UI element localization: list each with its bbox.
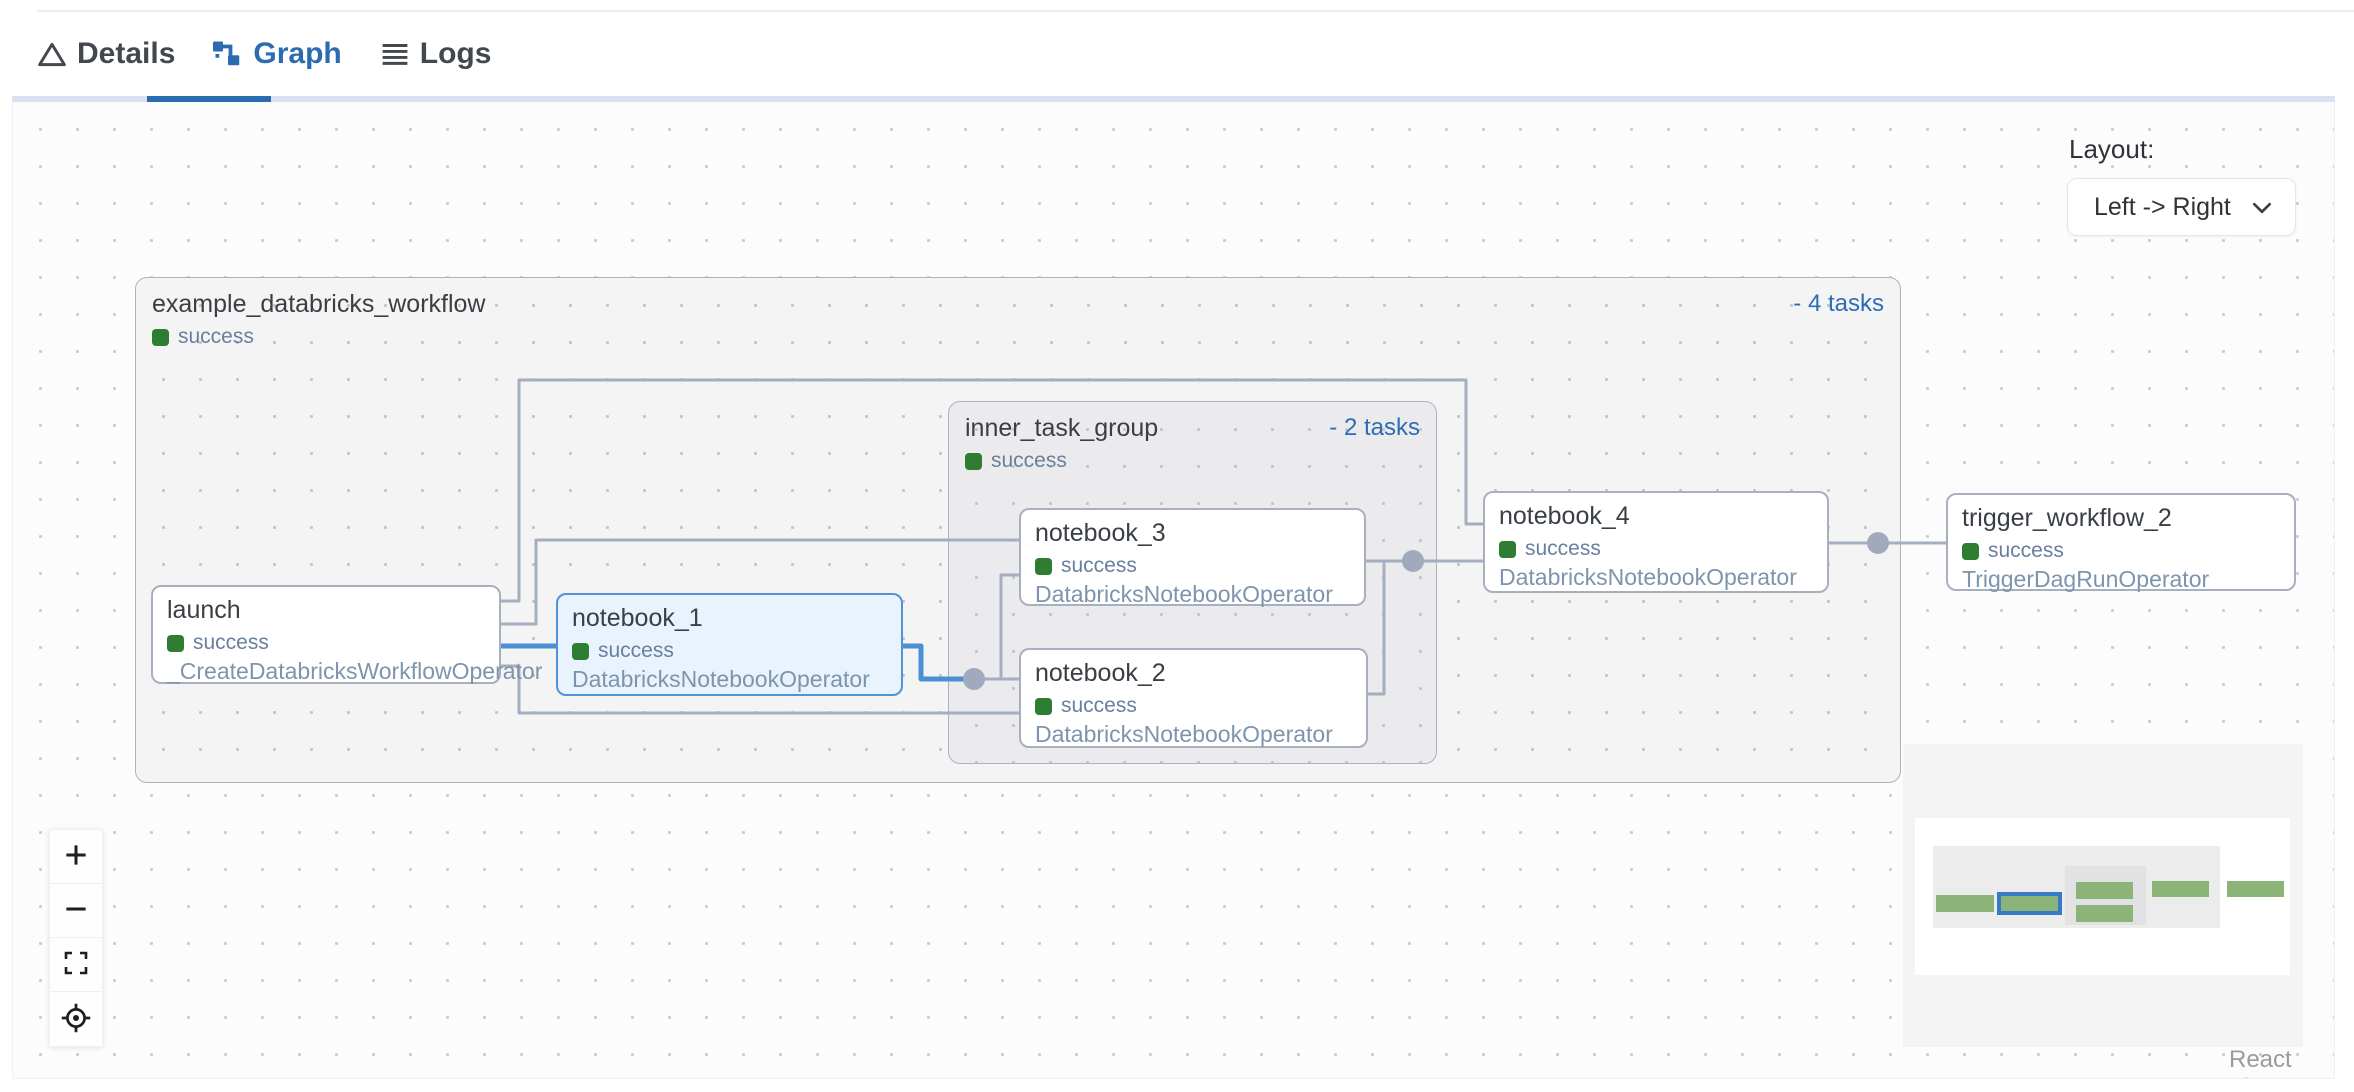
node-title: notebook_1	[572, 604, 703, 632]
minimap-node-trigger_workflow_2	[2227, 881, 2284, 897]
status-row: success	[167, 631, 499, 655]
minimap-node-notebook_4	[2152, 881, 2209, 897]
node-operator: DatabricksNotebookOperator	[1499, 564, 1797, 590]
zoom-controls	[49, 829, 103, 1047]
focus-target-icon	[60, 1002, 92, 1037]
tab-details[interactable]: Details	[37, 37, 175, 71]
node-operator: _CreateDatabricksWorkflowOperator	[167, 658, 543, 684]
top-divider	[37, 10, 2354, 12]
tab-graph[interactable]: Graph	[213, 37, 342, 71]
tab-bar: Details Graph Logs	[0, 12, 2354, 96]
node-title: notebook_4	[1499, 502, 1630, 530]
graph-canvas[interactable]: Layout: Left -> Right example_databricks…	[12, 102, 2335, 1079]
minimap-node-notebook_2	[2076, 905, 2133, 922]
status-label: success	[178, 325, 254, 348]
fit-view-button[interactable]	[50, 938, 102, 992]
status-success-icon	[152, 328, 169, 346]
collapse-group-toggle[interactable]: - 2 tasks	[1329, 414, 1420, 441]
status-success-icon	[1499, 540, 1516, 558]
layout-direction-select[interactable]: Left -> Right	[2067, 178, 2296, 236]
status-label: success	[1061, 694, 1137, 717]
status-row: success	[965, 449, 1420, 473]
status-row: success	[572, 639, 901, 663]
reactflow-attribution: React Flow	[2229, 1046, 2292, 1078]
status-label: success	[193, 631, 269, 654]
status-label: success	[1988, 539, 2064, 562]
status-success-icon	[1035, 697, 1052, 715]
status-row: success	[1499, 537, 1827, 561]
node-title: notebook_3	[1035, 519, 1166, 547]
status-success-icon	[1962, 542, 1979, 560]
minimap-node-notebook_3	[2076, 882, 2133, 899]
status-success-icon	[965, 452, 982, 470]
tab-label: Logs	[419, 37, 492, 70]
node-operator: TriggerDagRunOperator	[1962, 566, 2210, 592]
status-row: success	[152, 325, 1884, 349]
tab-logs[interactable]: Logs	[380, 37, 492, 71]
layout-label: Layout:	[2069, 134, 2155, 164]
focus-button[interactable]	[50, 992, 102, 1046]
tab-label: Details	[77, 37, 176, 70]
minus-icon	[61, 894, 91, 927]
node-title: notebook_2	[1035, 659, 1166, 687]
task-node-launch[interactable]: launch success _CreateDatabricksWorkflowOp…	[151, 585, 543, 684]
warning-triangle-icon	[37, 41, 67, 68]
list-icon	[380, 41, 410, 68]
graph-icon	[213, 39, 243, 69]
zoom-out-button[interactable]	[50, 884, 102, 938]
node-operator: DatabricksNotebookOperator	[1035, 721, 1333, 747]
status-label: success	[1061, 554, 1137, 577]
node-operator: DatabricksNotebookOperator	[572, 666, 870, 692]
status-success-icon	[167, 634, 184, 652]
status-label: success	[598, 639, 674, 662]
chevron-down-icon	[2251, 193, 2273, 222]
node-title: trigger_workflow_2	[1962, 504, 2172, 532]
tab-underline-active	[147, 96, 271, 102]
status-row: success	[1035, 694, 1366, 718]
zoom-in-button[interactable]	[50, 830, 102, 884]
minimap-node-notebook_1	[1997, 892, 2062, 915]
minimap[interactable]	[1903, 744, 2303, 1047]
minimap-node-launch	[1936, 895, 1994, 912]
node-title: launch	[167, 596, 241, 624]
node-operator: DatabricksNotebookOperator	[1035, 581, 1333, 607]
fit-view-icon	[62, 949, 90, 980]
status-row: success	[1035, 554, 1364, 578]
collapse-group-toggle[interactable]: - 4 tasks	[1793, 290, 1884, 317]
status-row: success	[1962, 539, 2294, 563]
group-title: example_databricks_workflow	[152, 290, 486, 318]
status-success-icon	[572, 642, 589, 660]
plus-icon	[61, 840, 91, 873]
status-success-icon	[1035, 557, 1052, 575]
layout-direction-value: Left -> Right	[2094, 192, 2231, 221]
status-label: success	[991, 449, 1067, 472]
status-label: success	[1525, 537, 1601, 560]
tab-underline-track	[12, 96, 2335, 102]
tab-label: Graph	[253, 37, 342, 70]
